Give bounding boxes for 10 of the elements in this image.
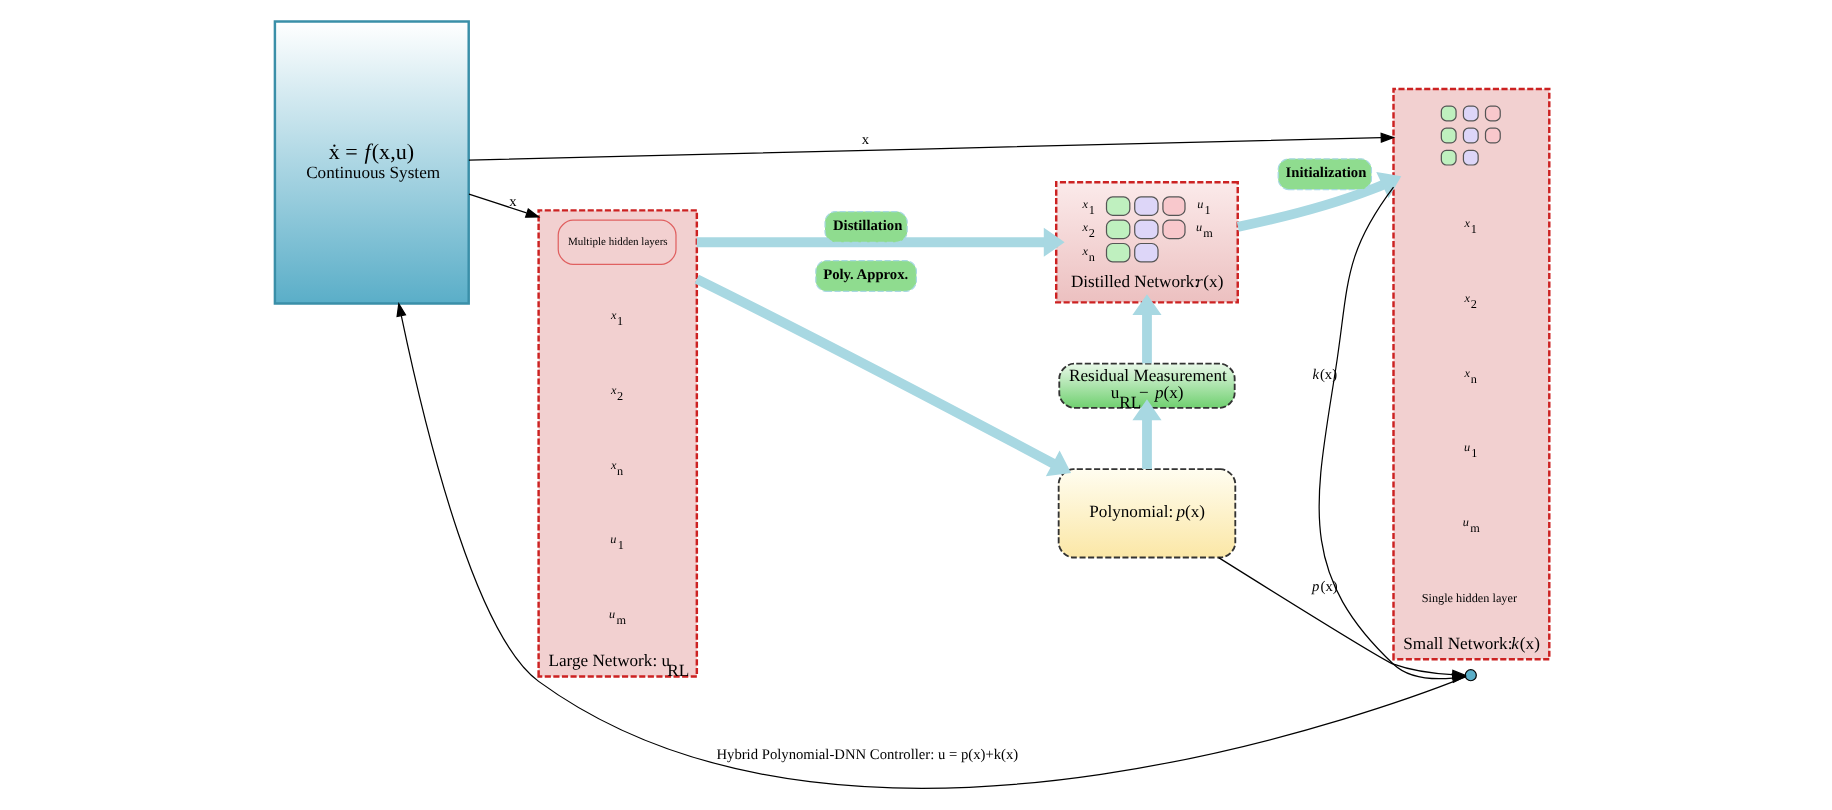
arrow	[1131, 294, 1161, 364]
node-box: Polynomial: p(x)	[1056, 468, 1236, 559]
arrow	[467, 193, 540, 218]
arrow	[1235, 171, 1401, 232]
arrow	[693, 274, 1071, 477]
node-circle	[1463, 669, 1476, 682]
node-box: ẋ = f(x,u) Continuous System	[272, 20, 469, 305]
arrow	[1131, 399, 1161, 469]
arrow	[695, 227, 1064, 257]
arrow	[467, 132, 1395, 161]
